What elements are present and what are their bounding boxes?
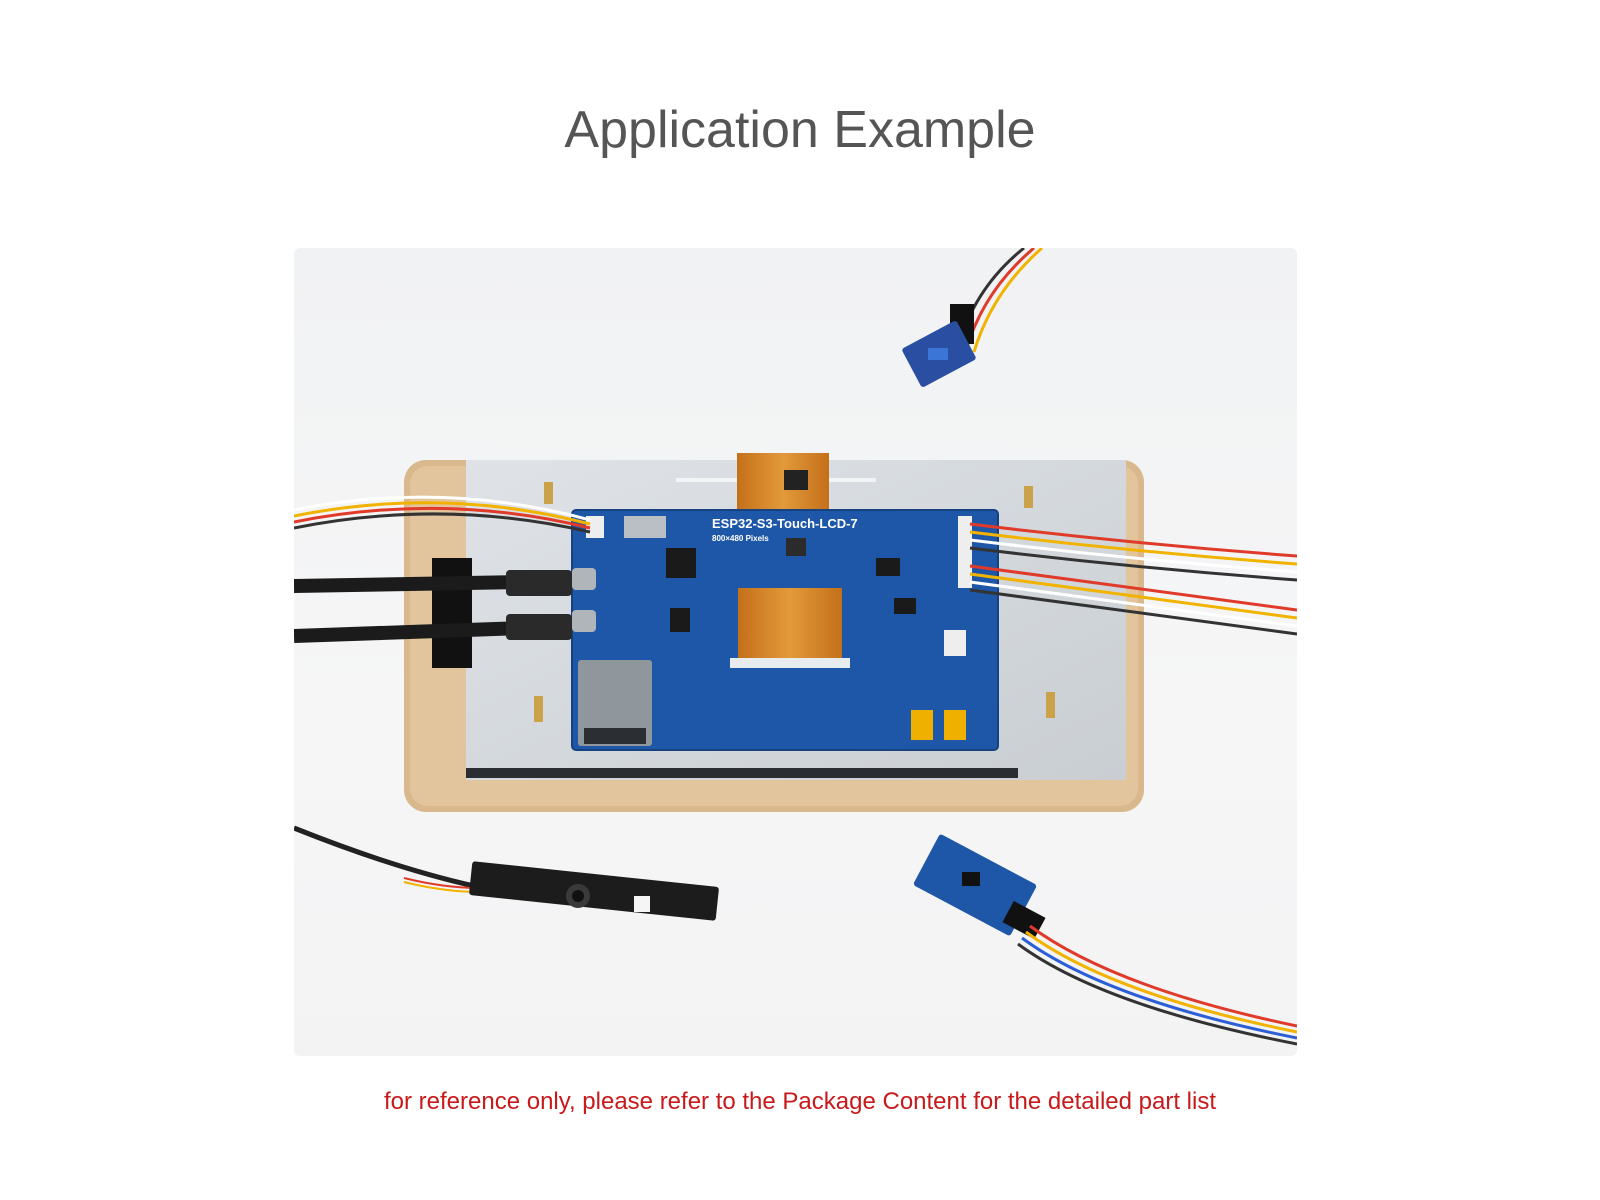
standoffs — [534, 482, 1055, 722]
esp32-pcb: ESP32-S3-Touch-LCD-7 800×480 Pixels — [571, 509, 999, 751]
sensor-module-bottom — [913, 834, 1297, 1046]
left-wires — [294, 495, 591, 534]
right-wires — [969, 522, 1297, 636]
board-sublabel: 800×480 Pixels — [712, 534, 769, 543]
product-illustration: ESP32-S3-Touch-LCD-7 800×480 Pixels — [294, 248, 1297, 1046]
board-label: ESP32-S3-Touch-LCD-7 — [712, 516, 858, 531]
page-title: Application Example — [564, 101, 1036, 159]
camera-module — [294, 825, 719, 921]
sensor-module-top — [902, 248, 1043, 387]
product-photo: ESP32-S3-Touch-LCD-7 800×480 Pixels — [294, 248, 1297, 1056]
reference-caption: for reference only, please refer to the … — [383, 1088, 1217, 1115]
usb-cables — [294, 558, 572, 668]
